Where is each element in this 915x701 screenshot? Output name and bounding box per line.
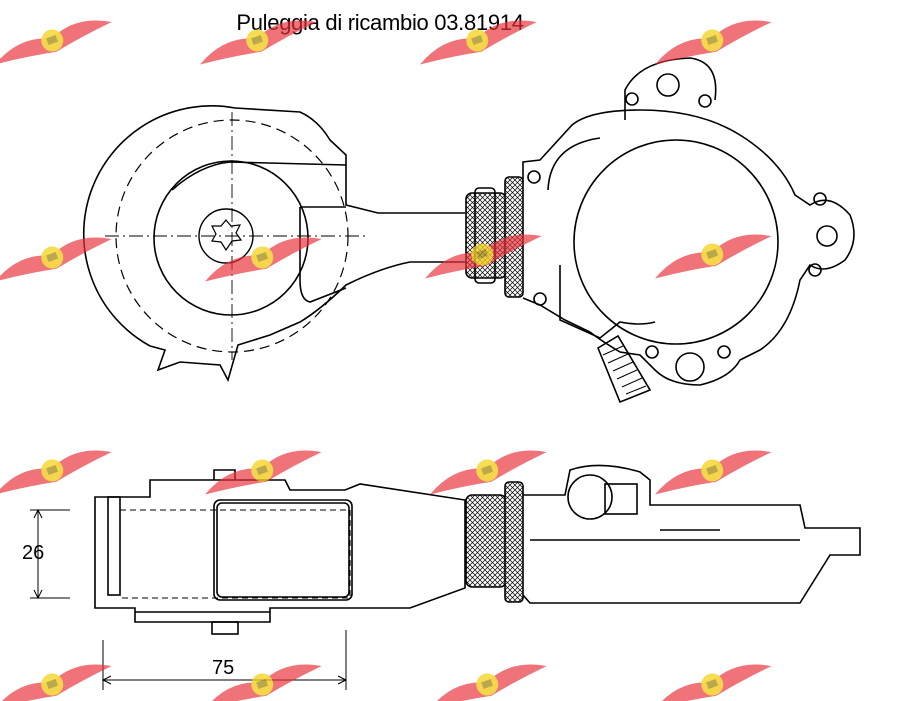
height-dimension-label: 26 xyxy=(22,542,45,564)
housing-top-lug xyxy=(624,57,717,120)
watermark-layer xyxy=(0,8,775,701)
pulley-outer xyxy=(82,105,236,347)
width-dimension-label: 75 xyxy=(212,657,235,679)
side-view xyxy=(30,464,861,690)
tensioner-arm xyxy=(299,206,347,303)
connector-cap xyxy=(567,474,613,520)
torx-socket xyxy=(211,219,243,252)
actuator-housing xyxy=(522,109,855,386)
base-plate-inner xyxy=(107,496,121,596)
knurled-ring-side xyxy=(465,494,507,588)
lower-bolt xyxy=(211,621,239,635)
housing-bore xyxy=(573,139,779,345)
top-view xyxy=(82,57,855,404)
pulley-hub xyxy=(153,160,309,316)
electrical-connector xyxy=(597,334,652,404)
housing-right-lug-hole xyxy=(816,225,838,247)
actuator-housing-side xyxy=(522,464,861,604)
pulley-guard xyxy=(234,107,465,214)
mount-recess xyxy=(213,499,353,601)
height-dim-line xyxy=(30,509,70,599)
